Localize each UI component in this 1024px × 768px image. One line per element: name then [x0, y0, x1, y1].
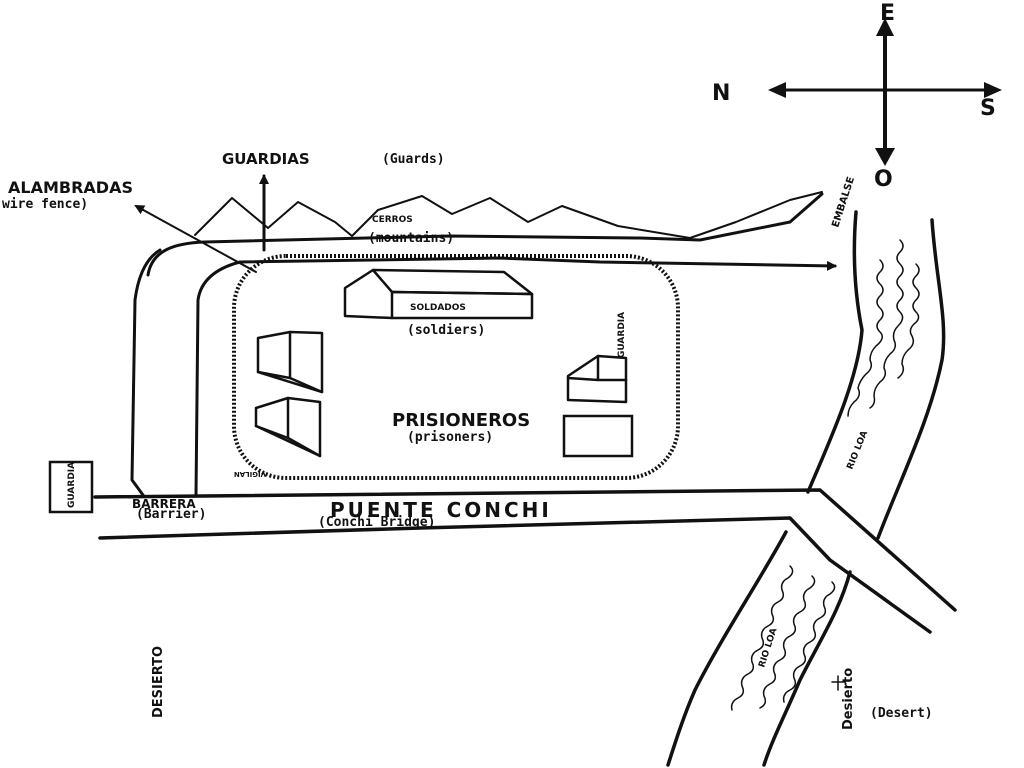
river-upper-wave-2	[869, 239, 904, 409]
river-upper-right-bank	[876, 218, 946, 540]
conchi-bridge-label: (Conchi Bridge)	[318, 515, 435, 530]
desierto-right-label: Desierto	[841, 668, 856, 730]
river-lower-wave-3	[782, 581, 836, 703]
river-lower-right-bank	[762, 570, 852, 767]
guard-post-left	[48, 460, 94, 514]
compass-north: N	[712, 81, 730, 106]
desert-label: (Desert)	[870, 706, 933, 721]
outer-road-inner-left	[130, 248, 162, 497]
cross-mark	[831, 675, 845, 691]
prisioneros-label: PRISIONEROS	[392, 410, 530, 431]
guardias-label: GUARDIAS	[222, 150, 310, 168]
river-upper-wave-3	[897, 263, 920, 379]
prisoners-label: (prisoners)	[407, 430, 493, 445]
wire-fence	[232, 254, 680, 480]
barrier-label: (Barrier)	[136, 507, 206, 522]
left-building-bottom	[254, 396, 322, 458]
barrera-label: BARRERA	[132, 497, 196, 511]
guard-building-right	[566, 354, 628, 404]
alambradas-label: ALAMBRADAS	[8, 178, 133, 197]
bridge-road-top	[93, 488, 957, 612]
compass-south: S	[980, 96, 996, 121]
rio-loa-upper-label: RIO LOA	[846, 429, 871, 471]
puente-conchi-label: PUENTE CONCHI	[330, 498, 552, 522]
river-lower-wave-1	[730, 565, 794, 711]
river-lower-left-bank	[666, 530, 788, 767]
small-building-label: VIGILAN	[234, 470, 266, 478]
river-lower-wave-2	[759, 575, 816, 709]
guardia-right-label: GUARDIA	[617, 312, 627, 358]
cerros-label: CERROS	[372, 215, 413, 225]
guardia-left-label: GUARDIA	[67, 462, 77, 508]
wire-fence-arrow	[134, 205, 257, 273]
compass-rose: E N S O	[712, 1, 1002, 192]
compass-west: O	[874, 167, 893, 192]
soldados-label: SOLDADOS	[410, 303, 466, 313]
soldiers-label: (soldiers)	[407, 323, 485, 338]
bridge-road-bottom	[98, 516, 932, 634]
guards-label: (Guards)	[382, 152, 445, 167]
river-upper-left-bank	[806, 210, 864, 494]
compass-east: E	[880, 1, 895, 26]
prisoners-building	[562, 414, 634, 458]
mountains-label: (mountains)	[368, 231, 454, 246]
wire-fence-label: wire fence)	[2, 197, 88, 212]
river-upper-wave-1	[847, 259, 884, 417]
embalse-label: EMBALSE	[830, 175, 857, 229]
outer-road-top	[146, 192, 824, 277]
inner-road-left	[194, 256, 837, 497]
left-building-top	[256, 330, 324, 394]
soldiers-building	[343, 268, 534, 320]
desierto-left-label: DESIERTO	[151, 646, 166, 718]
mountains-outline	[194, 191, 823, 239]
